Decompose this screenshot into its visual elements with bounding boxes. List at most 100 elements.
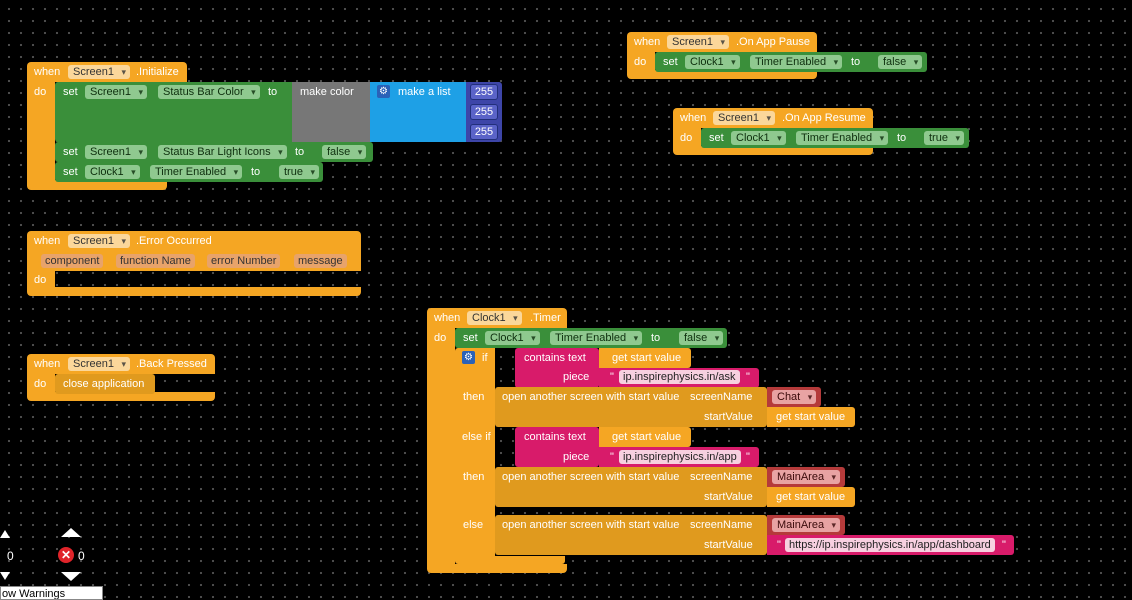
contains-text-block-2[interactable] bbox=[515, 427, 599, 467]
set-label: set bbox=[463, 332, 478, 344]
if-block[interactable] bbox=[455, 348, 495, 560]
set-property-dropdown[interactable]: Timer Enabled bbox=[550, 331, 643, 345]
set-component-dropdown[interactable]: Clock1 bbox=[85, 165, 140, 179]
when-label: when bbox=[634, 36, 661, 48]
component-dropdown[interactable]: Screen1 bbox=[667, 35, 729, 49]
get-start-value-label: get start value bbox=[776, 491, 846, 503]
show-warnings-label: ow Warnings bbox=[2, 588, 66, 600]
component-dropdown[interactable]: Screen1 bbox=[68, 357, 130, 371]
number-green[interactable]: 255 bbox=[470, 104, 498, 120]
component-dropdown[interactable]: Screen1 bbox=[713, 111, 775, 125]
back-side bbox=[27, 374, 55, 394]
close-application-label: close application bbox=[63, 378, 145, 390]
screen-name-label: screenName bbox=[690, 519, 753, 531]
quote-open: " bbox=[610, 371, 614, 383]
number-red[interactable]: 255 bbox=[470, 84, 498, 100]
set-property-dropdown[interactable]: Timer Enabled bbox=[750, 55, 843, 69]
quote-open: " bbox=[777, 539, 781, 551]
errors-count: 0 bbox=[78, 549, 85, 563]
quote-close: " bbox=[746, 371, 750, 383]
set-component-dropdown[interactable]: Screen1 bbox=[85, 145, 147, 159]
param-function-name[interactable]: function Name bbox=[116, 254, 195, 268]
get-start-value-block[interactable] bbox=[599, 348, 691, 368]
pause-side bbox=[627, 52, 655, 72]
get-start-value-label: get start value bbox=[776, 411, 846, 423]
event-name: .Error Occurred bbox=[136, 235, 212, 247]
contains-text-label: contains text bbox=[524, 431, 586, 443]
component-dropdown[interactable]: Clock1 bbox=[467, 311, 522, 325]
warnings-up-arrow-icon[interactable] bbox=[0, 530, 10, 538]
open-another-screen-block-3[interactable] bbox=[495, 515, 767, 555]
errors-up-arrow-icon[interactable] bbox=[61, 528, 81, 537]
quote-close: " bbox=[1002, 539, 1006, 551]
start-value-label: startValue bbox=[704, 491, 753, 503]
do-label: do bbox=[34, 86, 47, 98]
start-value-label: startValue bbox=[704, 411, 753, 423]
get-start-value-block[interactable] bbox=[599, 427, 691, 447]
boolean-dropdown[interactable]: true bbox=[279, 165, 319, 179]
do-label: do bbox=[634, 56, 647, 68]
error-x-icon: ✕ bbox=[58, 547, 74, 563]
quote-close: " bbox=[746, 451, 750, 463]
set-component-dropdown[interactable]: Screen1 bbox=[85, 85, 147, 99]
resume-footer bbox=[673, 146, 873, 155]
set-label: set bbox=[63, 166, 78, 178]
screen-name-dropdown[interactable]: MainArea bbox=[772, 470, 841, 484]
if-block-footer bbox=[455, 556, 565, 564]
boolean-dropdown[interactable]: true bbox=[924, 131, 964, 145]
param-component[interactable]: component bbox=[41, 254, 104, 268]
set-property-dropdown[interactable]: Status Bar Light Icons bbox=[158, 145, 287, 159]
text-literal-value[interactable]: ip.inspirephysics.in/app bbox=[619, 450, 741, 464]
quote-open: " bbox=[610, 451, 614, 463]
set-component-dropdown[interactable]: Clock1 bbox=[731, 131, 786, 145]
open-another-screen-block-1[interactable] bbox=[495, 387, 767, 427]
set-property-dropdown[interactable]: Status Bar Color bbox=[158, 85, 260, 99]
when-label: when bbox=[34, 66, 61, 78]
to-label: to bbox=[268, 86, 278, 98]
if-mutator-gear-icon[interactable]: ⚙ bbox=[462, 351, 475, 364]
boolean-dropdown[interactable]: false bbox=[679, 331, 724, 345]
warnings-count: 0 bbox=[7, 549, 14, 563]
number-blue[interactable]: 255 bbox=[470, 124, 498, 140]
get-start-value-block[interactable] bbox=[767, 407, 855, 427]
make-color-block[interactable] bbox=[292, 82, 370, 142]
get-start-value-block[interactable] bbox=[767, 487, 855, 507]
component-dropdown[interactable]: Screen1 bbox=[68, 234, 130, 248]
close-application-block[interactable] bbox=[55, 374, 155, 394]
open-another-screen-block-2[interactable] bbox=[495, 467, 767, 507]
screen-name-label: screenName bbox=[690, 471, 753, 483]
piece-label: piece bbox=[563, 451, 590, 463]
contains-text-block-1[interactable] bbox=[515, 348, 599, 388]
open-screen-label: open another screen with start value bbox=[502, 391, 680, 403]
param-error-number[interactable]: error Number bbox=[207, 254, 281, 268]
warnings-down-arrow-icon[interactable] bbox=[0, 572, 10, 580]
url-text-value[interactable]: https://ip.inspirephysics.in/app/dashboa… bbox=[785, 538, 995, 552]
initialize-footer bbox=[27, 180, 167, 190]
make-color-label: make color bbox=[300, 86, 354, 98]
errors-down-arrow-icon[interactable] bbox=[61, 572, 81, 581]
param-message[interactable]: message bbox=[294, 254, 347, 268]
boolean-dropdown[interactable]: false bbox=[322, 145, 367, 159]
show-warnings-button[interactable]: ow Warnings bbox=[0, 586, 103, 600]
piece-label: piece bbox=[563, 371, 590, 383]
set-component-dropdown[interactable]: Clock1 bbox=[685, 55, 740, 69]
timer-footer bbox=[427, 564, 567, 573]
event-name: .On App Resume bbox=[782, 112, 866, 124]
component-dropdown[interactable]: Screen1 bbox=[68, 65, 130, 79]
set-component-dropdown[interactable]: Clock1 bbox=[485, 331, 540, 345]
to-label: to bbox=[251, 166, 261, 178]
boolean-dropdown[interactable]: false bbox=[878, 55, 923, 69]
mutator-gear-icon[interactable]: ⚙ bbox=[377, 85, 390, 98]
set-property-dropdown[interactable]: Timer Enabled bbox=[150, 165, 243, 179]
set-label: set bbox=[709, 132, 724, 144]
if-label: if bbox=[482, 352, 488, 364]
error-footer bbox=[27, 287, 361, 296]
set-property-dropdown[interactable]: Timer Enabled bbox=[796, 131, 889, 145]
error-side bbox=[27, 271, 55, 287]
text-literal-value[interactable]: ip.inspirephysics.in/ask bbox=[619, 370, 740, 384]
when-label: when bbox=[34, 358, 61, 370]
to-label: to bbox=[851, 56, 861, 68]
screen-name-dropdown[interactable]: MainArea bbox=[772, 518, 841, 532]
screen-name-dropdown[interactable]: Chat bbox=[772, 390, 817, 404]
start-value-label: startValue bbox=[704, 539, 753, 551]
